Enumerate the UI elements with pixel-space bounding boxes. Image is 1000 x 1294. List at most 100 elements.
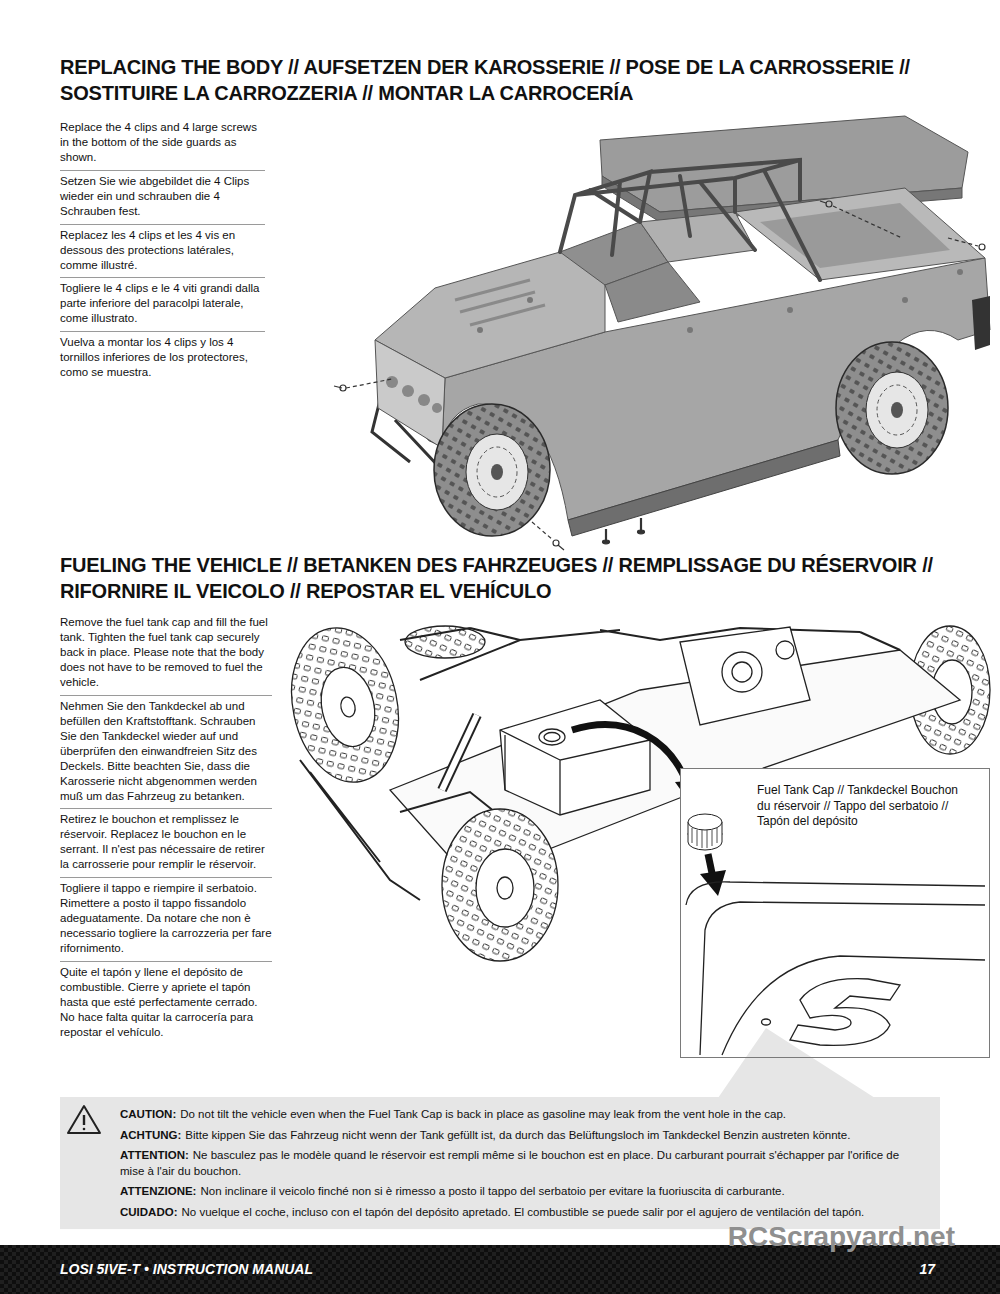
vent-hole — [762, 1019, 771, 1025]
warning-text: No vuelque el coche, incluso con el tapó… — [182, 1206, 865, 1218]
warning-label: CUIDADO: — [120, 1206, 178, 1218]
clip-and-screw-leaders — [979, 244, 985, 250]
clip-and-screw-leaders — [638, 530, 645, 534]
warning-icon — [83, 1128, 86, 1131]
chassis-illustration — [400, 628, 900, 680]
chassis-illustration — [500, 700, 650, 815]
truck-illustration — [972, 296, 990, 350]
warning-icon — [68, 1106, 100, 1133]
instruction-text: Retirez le bouchon et remplissez le rése… — [60, 809, 272, 878]
caution-ground — [60, 1097, 940, 1229]
truck-illustration — [891, 402, 903, 418]
callout-pointer — [718, 1028, 875, 1098]
truck-illustration — [527, 297, 533, 303]
chassis-illustration — [339, 696, 357, 718]
chassis-illustration — [497, 877, 513, 899]
instruction-text: Setzen Sie wie abgebildet die 4 Clips wi… — [60, 171, 265, 225]
truck-illustration — [477, 327, 483, 333]
truck-illustration — [375, 340, 445, 448]
callout-label: Fuel Tank Cap // Tankdeckel Bouchon du r… — [757, 783, 969, 830]
pointer-arrow — [572, 725, 688, 786]
instruction-text: Togliere le 4 clips e le 4 viti grandi d… — [60, 278, 265, 332]
clip-and-screw-leaders — [640, 518, 642, 531]
truck-illustration — [434, 404, 550, 536]
footer-title: LOSI 5IVE-T • INSTRUCTION MANUAL — [60, 1261, 313, 1277]
truck-illustration — [877, 385, 917, 435]
warning-label: ATTENZIONE: — [120, 1185, 196, 1197]
inset-illustration — [688, 814, 722, 830]
caution-line: CUIDADO: No vuelque el coche, incluso con… — [120, 1205, 920, 1221]
clip-and-screw-leaders — [820, 201, 826, 203]
truck-illustration — [605, 262, 700, 322]
instruction-text: Togliere il tappo e riempire il serbatoi… — [60, 878, 272, 962]
truck-illustration — [455, 280, 545, 325]
clip-and-screw-leaders — [558, 545, 564, 550]
instruction-text: Nehmen Sie den Tankdeckel ab und befülle… — [60, 696, 272, 810]
clip-and-screw-leaders — [948, 238, 978, 246]
clip-and-screw-leaders — [603, 540, 610, 544]
inset-illustration — [692, 828, 717, 848]
warning-text: Do not tilt the vehicle even when the Fu… — [180, 1108, 786, 1120]
chassis-illustration — [539, 729, 565, 745]
page-number: 17 — [885, 1261, 935, 1277]
chassis-illustration — [544, 733, 560, 742]
caution-line: ATTENTION:Ne basculez pas le modèle quan… — [120, 1148, 920, 1179]
truck-illustration — [386, 376, 398, 388]
instruction-text: Quite el tapón y llene el depósito de co… — [60, 962, 272, 1045]
clip-and-screw-leaders — [826, 201, 832, 207]
chassis-illustration — [442, 809, 558, 961]
truck-illustration — [836, 342, 948, 474]
chassis-illustration — [776, 641, 794, 659]
clip-and-screw-leaders — [605, 529, 607, 541]
warning-text: Non inclinare il veicolo finché non si è… — [200, 1185, 784, 1197]
truck-illustration — [902, 297, 908, 303]
truck-illustration — [687, 327, 693, 333]
truck-illustration — [372, 116, 990, 536]
chassis-illustration — [476, 849, 534, 927]
warning-text: Ne basculez pas le modèle quand le réser… — [120, 1149, 899, 1177]
caution-line: ACHTUNG: Bitte kippen Sie das Fahrzeug ni… — [120, 1128, 920, 1144]
inset-illustration — [680, 768, 990, 1058]
truck-illustration — [466, 434, 528, 510]
chassis-illustration — [722, 652, 762, 692]
truck-illustration — [432, 403, 442, 413]
instruction-text: Replacez les 4 clips et les 4 vis en des… — [60, 225, 265, 279]
clip-and-screw-leaders — [346, 379, 392, 388]
chassis-illustration — [278, 618, 412, 792]
inset-illustration — [680, 768, 990, 1058]
chassis-illustration — [314, 662, 381, 751]
section-heading: REPLACING THE BODY // AUFSETZEN DER KARO… — [60, 55, 940, 106]
chassis-illustration — [405, 626, 485, 658]
text-column: Replace the 4 clips and 4 large screws i… — [60, 117, 265, 385]
truck-illustration — [402, 385, 414, 397]
chassis-illustration — [442, 715, 477, 790]
truck-illustration — [568, 440, 840, 536]
clip-and-screw-leaders — [340, 385, 346, 391]
warning-label: ACHTUNG: — [120, 1129, 181, 1141]
truck-illustration — [787, 307, 793, 313]
truck-illustration — [735, 188, 985, 280]
chassis-illustration — [500, 730, 650, 815]
truck-illustration — [491, 464, 503, 480]
chassis-illustration — [732, 662, 752, 682]
warning-icon — [68, 1106, 100, 1133]
inset-illustration — [686, 882, 985, 1055]
truck-illustration — [477, 447, 517, 497]
clip-and-screw-leaders — [833, 206, 902, 238]
warning-text: Bitte kippen Sie das Fahrzeug nicht wenn… — [185, 1129, 850, 1141]
watermark: RCScrapyard.net — [728, 1222, 955, 1253]
caution-line: ATTENZIONE: Non inclinare il veicolo finc… — [120, 1184, 920, 1200]
section-heading: FUELING THE VEHICLE // BETANKEN DES FAHR… — [60, 553, 940, 604]
truck-illustration — [957, 269, 963, 275]
warning-icon — [83, 1115, 85, 1125]
chassis-illustration — [442, 715, 477, 790]
truck-illustration — [418, 394, 430, 406]
footer-bar — [0, 1245, 1000, 1294]
warning-label: ATTENTION: — [120, 1149, 189, 1161]
instruction-text: Replace the 4 clips and 4 large screws i… — [60, 117, 265, 171]
inset-illustration — [790, 979, 900, 1046]
text-column: Remove the fuel tank cap and fill the fu… — [60, 612, 272, 1044]
callout-box: Fuel Tank Cap // Tankdeckel Bouchon du r… — [680, 768, 990, 1058]
